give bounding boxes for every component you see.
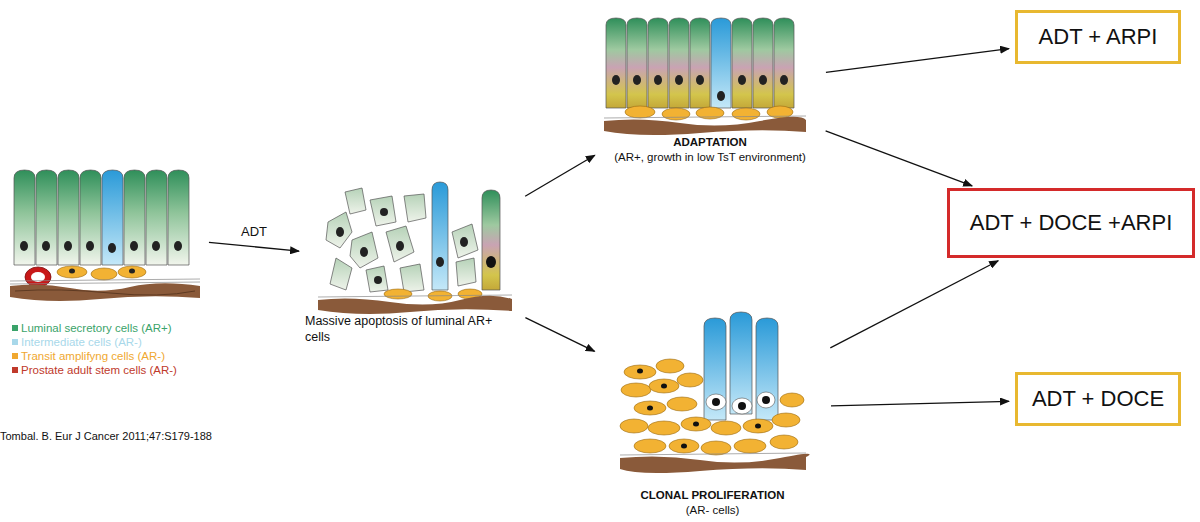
legend-swatch [12, 353, 18, 359]
node-heading: ADT + DOCE +ARPI [970, 210, 1173, 236]
legend-entry: Luminal secretory cells (AR+) [12, 322, 172, 334]
therapy-box: ADT + DOCE [1015, 372, 1181, 426]
cell-illustration-node: Massive apoptosis of luminal AR+ cells [305, 180, 520, 345]
flow-arrow [209, 242, 299, 251]
node-heading: ADAPTATION [673, 135, 747, 150]
cell-illustration-node [8, 162, 203, 302]
legend-text: Transit amplifyng cells (AR-) [21, 350, 165, 362]
node-heading: ADT + ARPI [1039, 24, 1158, 50]
flow-arrow [826, 131, 973, 186]
legend-text: Prostate adult stem cells (AR-) [21, 364, 177, 376]
flow-arrow [830, 261, 998, 348]
therapy-box: ADT + DOCE +ARPI [947, 188, 1195, 258]
legend-swatch [12, 339, 18, 345]
legend-entry: Transit amplifyng cells (AR-) [12, 350, 165, 362]
flow-arrow [525, 318, 594, 352]
legend-entry: Prostate adult stem cells (AR-) [12, 364, 177, 376]
cell-illustration-node: CLONAL PROLIFERATION(AR- cells) [600, 300, 825, 518]
flow-arrow [831, 401, 1009, 406]
node-heading: ADT + DOCE [1032, 386, 1164, 412]
legend-entry: Intermediate cells (AR-) [12, 336, 142, 348]
flow-arrow [525, 155, 595, 196]
legend-swatch [12, 367, 18, 373]
node-subtitle: (AR+, growth in low TsT environment) [614, 150, 806, 165]
flow-arrow [826, 49, 1009, 73]
node-heading: Massive apoptosis of luminal AR+ cells [305, 313, 520, 346]
legend-text: Intermediate cells (AR-) [21, 336, 142, 348]
cell-illustration-node: ADAPTATION(AR+, growth in low TsT enviro… [600, 10, 820, 165]
therapy-box: ADT + ARPI [1015, 10, 1181, 64]
legend-swatch [12, 325, 18, 331]
citation-label: Tombal. B. Eur J Cancer 2011;47:S179-188 [0, 430, 212, 442]
edge-label: ADT [241, 224, 267, 239]
node-subtitle: (AR- cells) [686, 503, 740, 518]
node-heading: CLONAL PROLIFERATION [641, 488, 785, 503]
legend-text: Luminal secretory cells (AR+) [21, 322, 172, 334]
